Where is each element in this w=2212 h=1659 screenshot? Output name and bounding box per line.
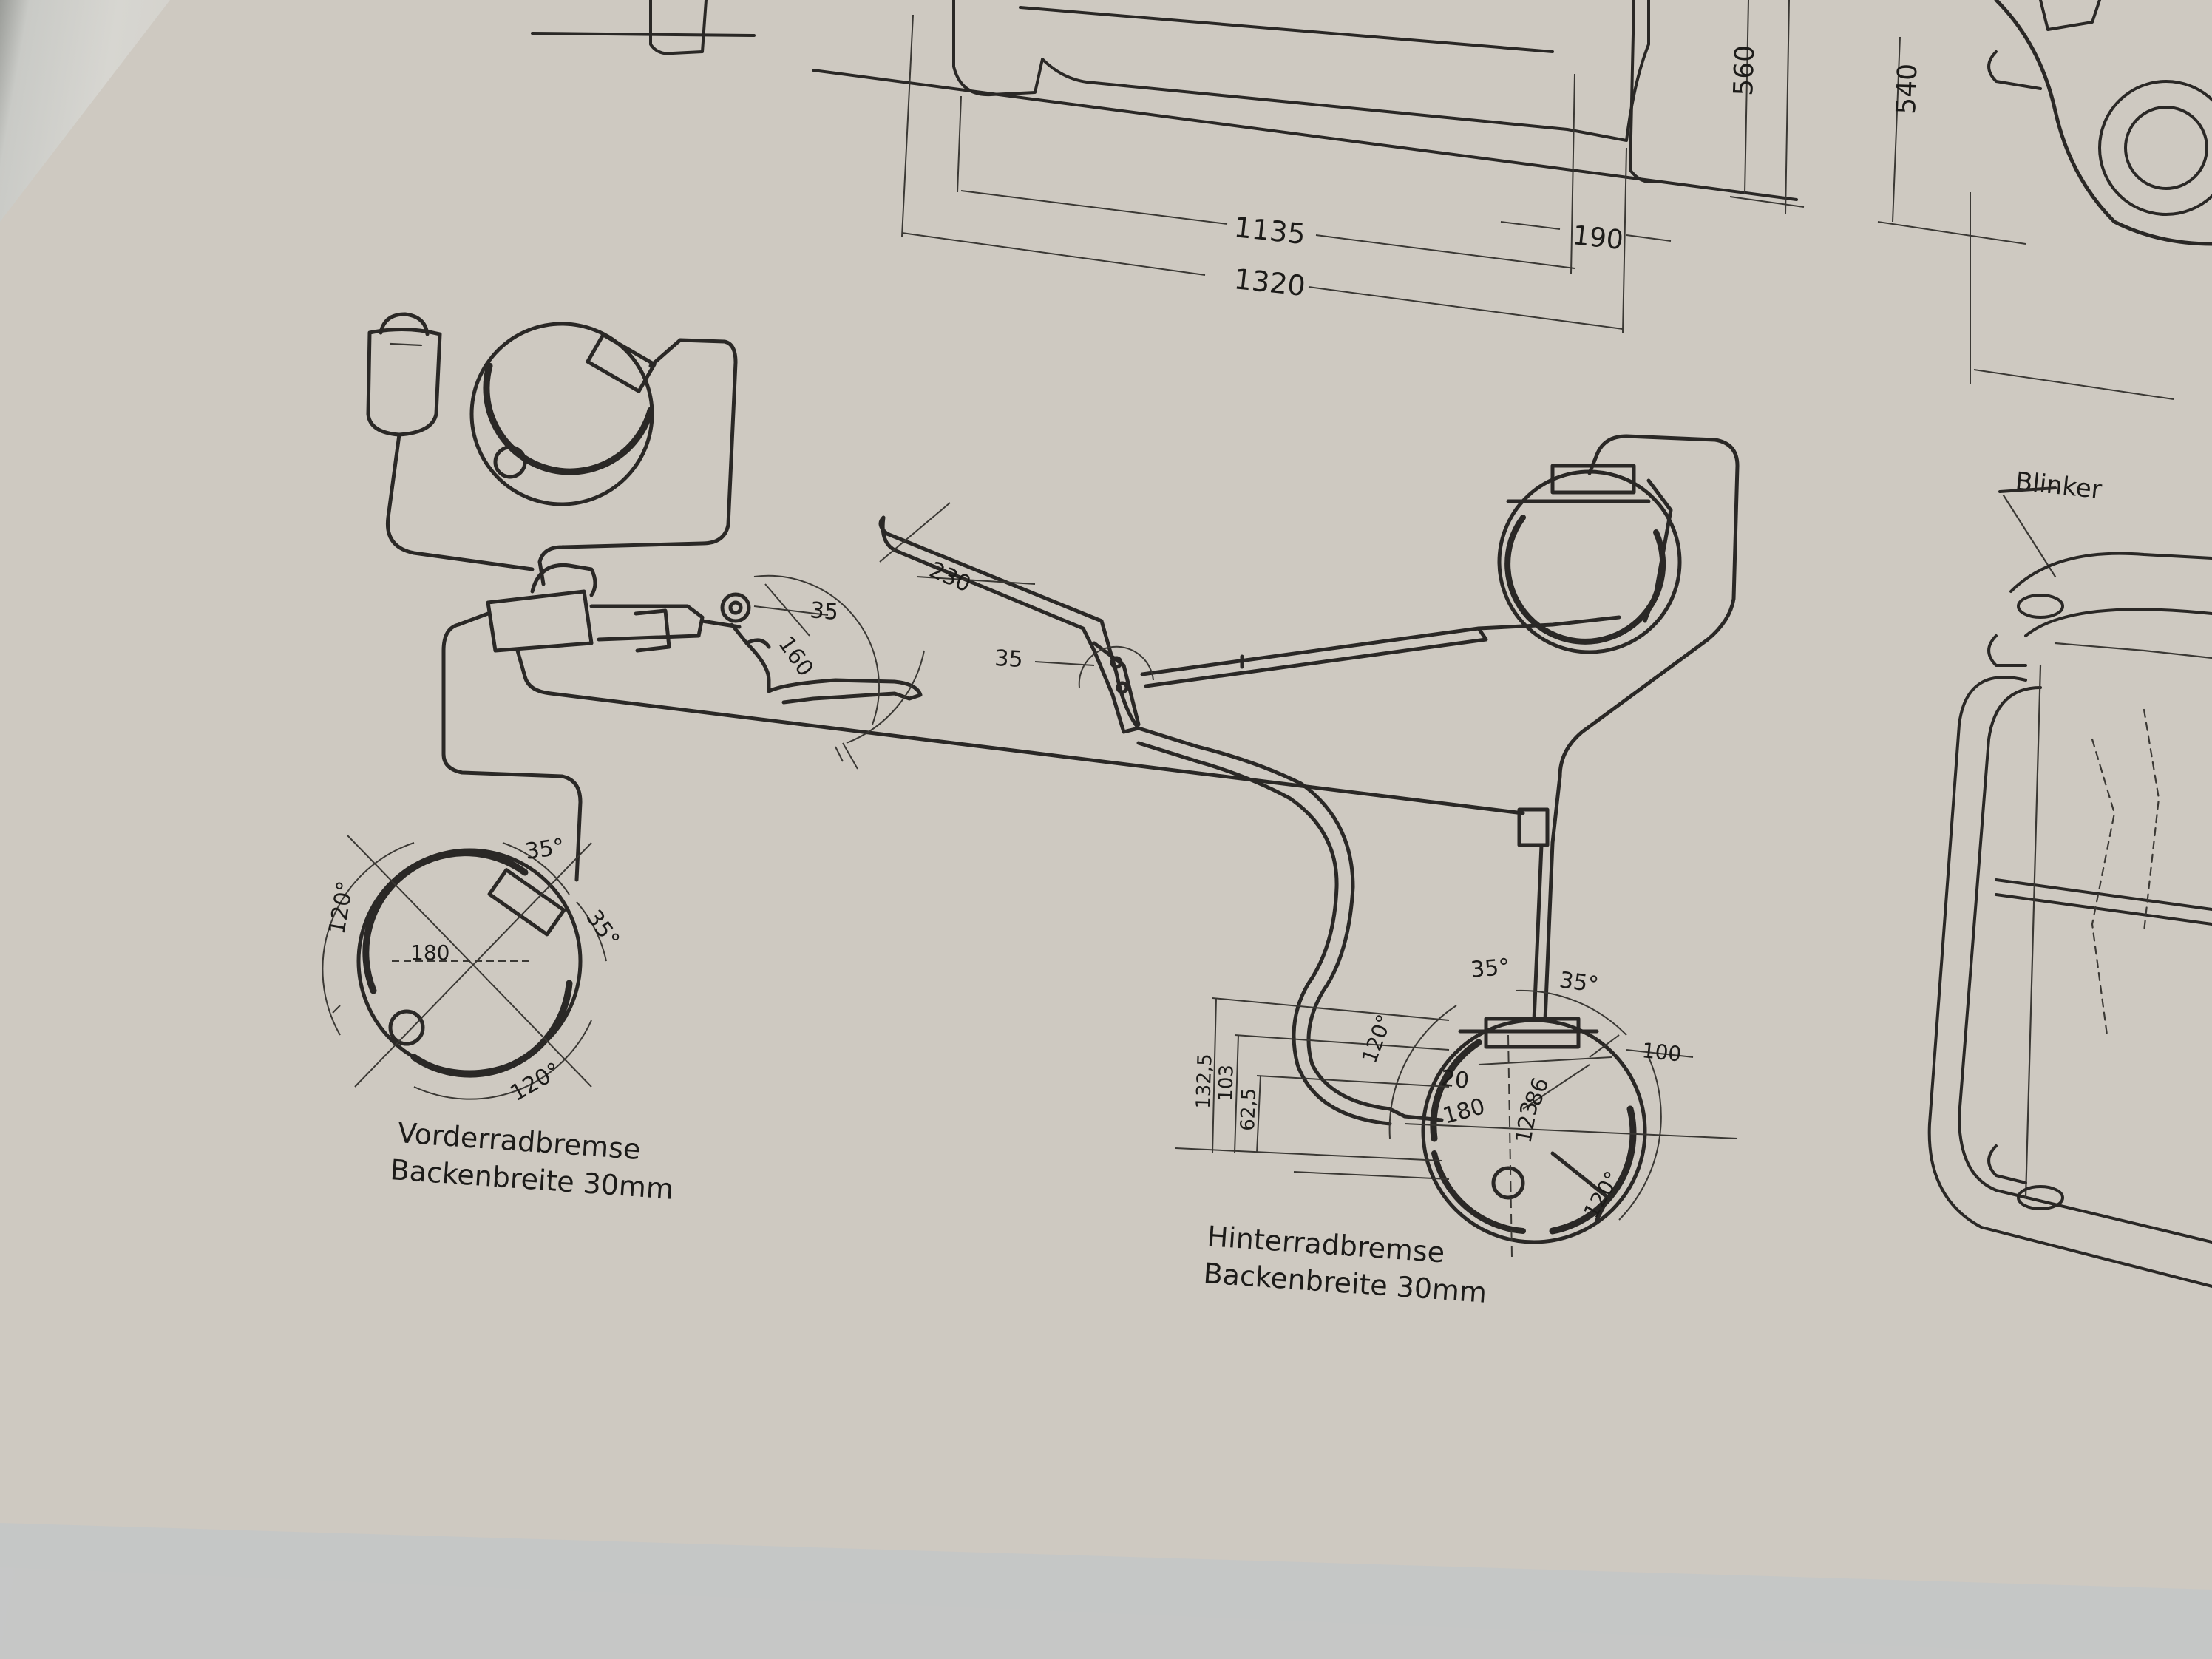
handbrake-lever <box>878 515 1488 1126</box>
dim-560: 560 <box>1728 44 1760 96</box>
rear-angle-top-left: 35° <box>1470 954 1511 983</box>
brake-pedal <box>720 592 923 705</box>
front-drum-upper <box>469 322 738 586</box>
rear-height-103: 103 <box>1215 1065 1238 1102</box>
brake-fluid-reservoir <box>366 312 535 571</box>
dim-1320: 1320 <box>1232 262 1307 302</box>
pedal-dim-35: 35 <box>809 597 839 625</box>
front-center-dim: 180 <box>410 940 449 965</box>
paper-bottom-edge <box>0 1523 2212 1659</box>
dim-540: 540 <box>1891 63 1923 115</box>
top-dimensions <box>901 0 2174 400</box>
dim-1135: 1135 <box>1232 211 1307 251</box>
vehicle-front-view <box>1927 486 2212 1288</box>
rear-dim-20: 20 <box>1439 1065 1470 1094</box>
rear-dim-100: 100 <box>1641 1038 1683 1066</box>
handbrake-dimensions <box>879 502 1154 688</box>
rear-angle-top-right: 35° <box>1558 967 1601 998</box>
rear-height-1325: 132,5 <box>1192 1054 1217 1109</box>
pedal-dimensions <box>753 574 925 770</box>
vehicle-elevation <box>531 0 2212 246</box>
rear-height-625: 62,5 <box>1237 1088 1261 1131</box>
rear-drum-upper <box>1476 434 1740 845</box>
front-angle-top: 35° <box>523 834 566 865</box>
dim-190: 190 <box>1571 220 1625 256</box>
handbrake-dim-35: 35 <box>994 645 1024 673</box>
master-cylinder <box>441 563 1525 882</box>
